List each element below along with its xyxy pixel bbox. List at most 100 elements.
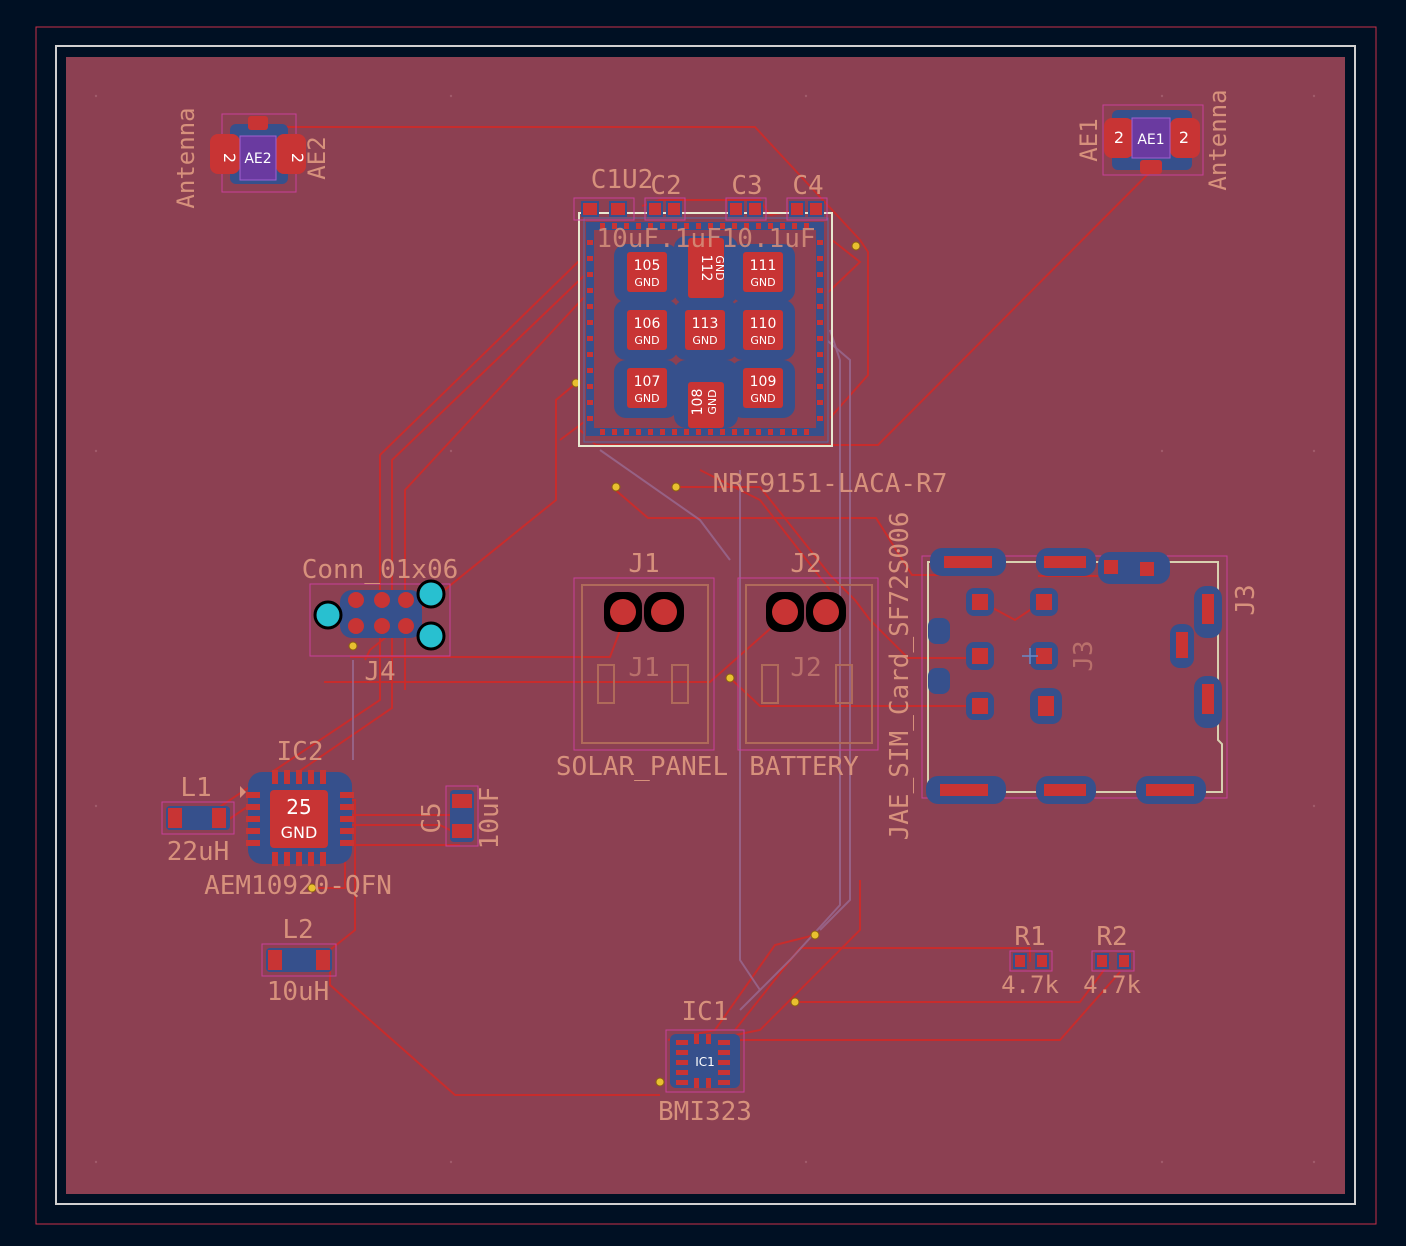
r2-value: 4.7k — [1083, 971, 1141, 999]
j2-tab-right — [835, 664, 853, 704]
j4-pad-6 — [398, 618, 414, 634]
c5-pad-2 — [452, 794, 472, 808]
svg-text:106: 106 — [634, 316, 661, 332]
j1-back-ref: J1 — [628, 653, 659, 683]
j4-pad-5 — [398, 592, 414, 608]
svg-text:GND: GND — [750, 392, 775, 405]
c1-pad-1 — [581, 201, 599, 217]
u2-outline — [578, 212, 833, 447]
connector-j2[interactable]: J2 J2 BATTERY — [737, 549, 879, 782]
svg-text:109: 109 — [750, 374, 777, 390]
ic2-pins — [246, 770, 354, 866]
svg-text:GND: GND — [634, 276, 659, 289]
svg-text:GND: GND — [692, 334, 717, 347]
resistor-r1[interactable]: R1 4.7k — [1001, 922, 1059, 999]
j4-pad-4 — [374, 618, 390, 634]
connector-j4[interactable]: Conn_01x06 J4 — [302, 555, 459, 687]
cap-c2[interactable] — [644, 197, 686, 221]
ae2-ref: AE2 — [303, 136, 331, 179]
grid-dots — [94, 94, 1316, 1164]
cap-c4[interactable] — [786, 197, 828, 221]
ae2-pin-left: 2 — [220, 153, 239, 163]
ae1-pad-left — [1104, 118, 1134, 158]
l2-ref: L2 — [282, 915, 313, 945]
j2-ref: J2 — [790, 549, 821, 579]
j1-pad-2-copper — [651, 599, 677, 625]
svg-text:GND: GND — [750, 276, 775, 289]
c2-courtyard — [644, 197, 686, 221]
u2-pad-107: 107 GND — [614, 360, 678, 418]
c2-pad-2 — [666, 201, 682, 217]
j4-ref: J4 — [364, 657, 395, 687]
antenna-ae1[interactable]: AE1 2 2 AE1 Antenna — [1075, 89, 1232, 190]
c1-u2-refs: C1U2 — [591, 165, 654, 195]
ae2-value: Antenna — [172, 107, 200, 208]
svg-text:GND: GND — [634, 392, 659, 405]
j2-courtyard — [737, 577, 879, 751]
l2-courtyard — [261, 943, 337, 977]
ic-ic2-aem10920[interactable]: 25 GND IC2 AEM10920-QFN — [204, 737, 392, 901]
j3-ref: J3 — [1231, 584, 1261, 615]
antenna-ae2[interactable]: AE2 2 2 AE2 Antenna — [172, 107, 331, 208]
j4-value: Conn_01x06 — [302, 555, 459, 585]
ae2-pin-right: 2 — [288, 153, 307, 163]
j1-courtyard — [573, 577, 715, 751]
cap-c3[interactable] — [725, 197, 767, 221]
c5-pad-1 — [452, 824, 472, 838]
ic2-pin1-marker — [240, 786, 246, 798]
j3-shell-pads — [926, 548, 1222, 804]
j1-pad-1-copper — [610, 599, 636, 625]
module-u2-nrf9151[interactable]: 105 GND 112 GND 111 GND 106 GND 113 GND — [578, 212, 947, 499]
u2-pad-109: 109 GND — [731, 360, 795, 418]
connector-j3-sim[interactable]: J3 J3 JAE_SIM_Card_SF72S006 — [885, 512, 1261, 841]
l1-pad-2 — [212, 808, 226, 828]
inductor-l1[interactable]: L1 22uH — [161, 773, 235, 867]
r2-pad-1 — [1095, 953, 1109, 969]
c2-ref: C2 — [650, 171, 681, 201]
c1-courtyard — [573, 197, 635, 221]
ae1-pin-left: 2 — [1114, 128, 1124, 147]
c3-pad-2 — [747, 201, 763, 217]
j4-mount-left — [313, 600, 343, 630]
ae2-top-pad — [248, 116, 268, 130]
ic1-courtyard — [665, 1029, 745, 1093]
svg-text:GND: GND — [713, 255, 726, 280]
r1-value: 4.7k — [1001, 971, 1059, 999]
svg-text:110: 110 — [750, 316, 777, 332]
j1-ref: J1 — [628, 549, 659, 579]
c4-ref: C4 — [792, 171, 823, 201]
c4-pad-1 — [789, 201, 805, 217]
c2-pad-1 — [647, 201, 663, 217]
j3-contact-pads — [928, 588, 1062, 724]
r2-ref: R2 — [1096, 922, 1127, 952]
u2-pad-113: 113 GND — [674, 300, 738, 360]
j4-pad-3 — [374, 592, 390, 608]
u2-edge-pads — [586, 222, 824, 436]
svg-text:112: 112 — [698, 255, 714, 282]
ic2-ref: IC2 — [277, 737, 324, 767]
svg-text:GND: GND — [750, 334, 775, 347]
ic1-pins — [676, 1034, 730, 1088]
margin-outline — [35, 26, 1377, 1225]
u2-pad-105: 105 GND — [614, 244, 678, 302]
cap-c5[interactable]: C5 10uF — [417, 785, 505, 850]
ic-ic1-bmi323[interactable]: IC1 IC1 BMI323 — [658, 997, 752, 1127]
cap-values: 10uF.1uF10.1uF — [596, 224, 815, 254]
ae1-value: Antenna — [1204, 89, 1232, 190]
c3-pad-1 — [728, 201, 744, 217]
inductor-l2[interactable]: L2 10uH — [261, 915, 337, 1007]
c5-courtyard — [445, 785, 479, 847]
ic2-thermal-pad — [270, 790, 328, 848]
cap-c1[interactable] — [573, 197, 635, 221]
ae2-pad-label: AE2 — [244, 151, 271, 167]
c5-value: 10uF — [475, 787, 505, 850]
j3-value: JAE_SIM_Card_SF72S006 — [885, 512, 915, 841]
r2-courtyard — [1091, 950, 1135, 972]
resistor-r2[interactable]: R2 4.7k — [1083, 922, 1141, 999]
ae1-pad-right — [1170, 118, 1200, 158]
ic1-ref: IC1 — [682, 997, 729, 1027]
connector-j1[interactable]: J1 J1 SOLAR_PANEL — [556, 549, 728, 782]
j4-pad-1 — [348, 592, 364, 608]
c4-courtyard — [786, 197, 828, 221]
